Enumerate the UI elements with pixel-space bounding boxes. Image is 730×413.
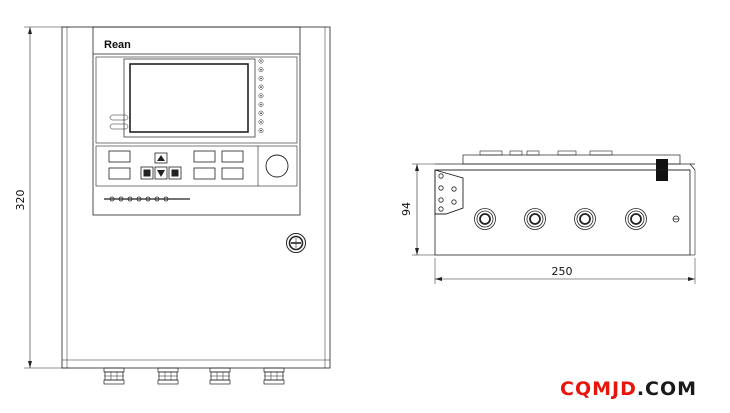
side-gland-1 (474, 208, 496, 230)
front-height-dimension: 320 (14, 26, 70, 369)
indicator-8 (258, 119, 264, 125)
watermark-dark: .COM (636, 378, 698, 400)
strip-led (118, 196, 124, 202)
watermark-red: CQMJD (560, 378, 637, 400)
up-arrow-icon (157, 155, 165, 161)
strip-led (163, 196, 169, 202)
side-top-panel (462, 154, 681, 165)
arrow-keys (140, 152, 182, 180)
strip-led (127, 196, 133, 202)
front-view: 320 Rean (14, 26, 331, 385)
cable-glands (103, 367, 285, 385)
indicator-3 (258, 75, 264, 81)
brand-logo: Rean (104, 39, 131, 51)
body-key-lock[interactable] (286, 233, 306, 253)
indicator-5 (258, 93, 264, 99)
left-indicators (109, 114, 129, 130)
watermark: CQMJD.COM (560, 378, 697, 400)
left-key-button[interactable] (140, 166, 154, 180)
side-gland-4 (625, 208, 647, 230)
indicator-2 (258, 67, 264, 73)
strip-led (154, 196, 160, 202)
side-height-dimension: 94 (400, 163, 435, 256)
strip-led (109, 196, 115, 202)
cable-gland-3 (209, 367, 231, 385)
width-label-250: 250 (552, 265, 573, 278)
cable-gland-2 (157, 367, 179, 385)
keypad (108, 150, 244, 180)
lcd-screen-frame (123, 58, 256, 138)
mounting-bracket (434, 169, 464, 215)
up-arrow-button[interactable] (154, 152, 168, 164)
panel-key-knob[interactable] (265, 154, 289, 178)
indicator-1 (258, 58, 264, 64)
keypad-button-5[interactable] (193, 167, 216, 180)
enclosure-body (61, 26, 331, 369)
right-key-button[interactable] (168, 166, 182, 180)
indicator-6 (258, 102, 264, 107)
side-gland-3 (574, 208, 596, 230)
keypad-button-3[interactable] (193, 150, 216, 163)
strip-led (136, 196, 142, 202)
strip-led (145, 196, 151, 202)
side-body (434, 169, 691, 256)
height-label-320: 320 (14, 190, 27, 211)
keypad-button-2[interactable] (108, 167, 131, 180)
side-cable-glands (474, 208, 647, 230)
indicator-4 (258, 84, 264, 90)
side-gland-2 (524, 208, 546, 230)
front-panel (92, 26, 301, 216)
down-arrow-icon (157, 170, 165, 177)
keypad-area (95, 145, 298, 187)
keypad-button-6[interactable] (221, 167, 244, 180)
keypad-button-1[interactable] (108, 150, 131, 163)
indicator-7 (258, 110, 264, 116)
cable-gland-4 (263, 367, 285, 385)
side-view: 94 250 (400, 150, 696, 284)
keypad-button-4[interactable] (221, 150, 244, 163)
indicator-9 (258, 128, 264, 134)
cable-gland-1 (103, 367, 125, 385)
led-strip (104, 196, 190, 202)
height-label-94: 94 (400, 202, 413, 216)
lcd-screen (129, 63, 249, 133)
down-arrow-button[interactable] (154, 166, 168, 180)
ground-screw (672, 215, 680, 223)
right-indicators (258, 58, 264, 134)
side-width-dimension: 250 (434, 258, 696, 284)
